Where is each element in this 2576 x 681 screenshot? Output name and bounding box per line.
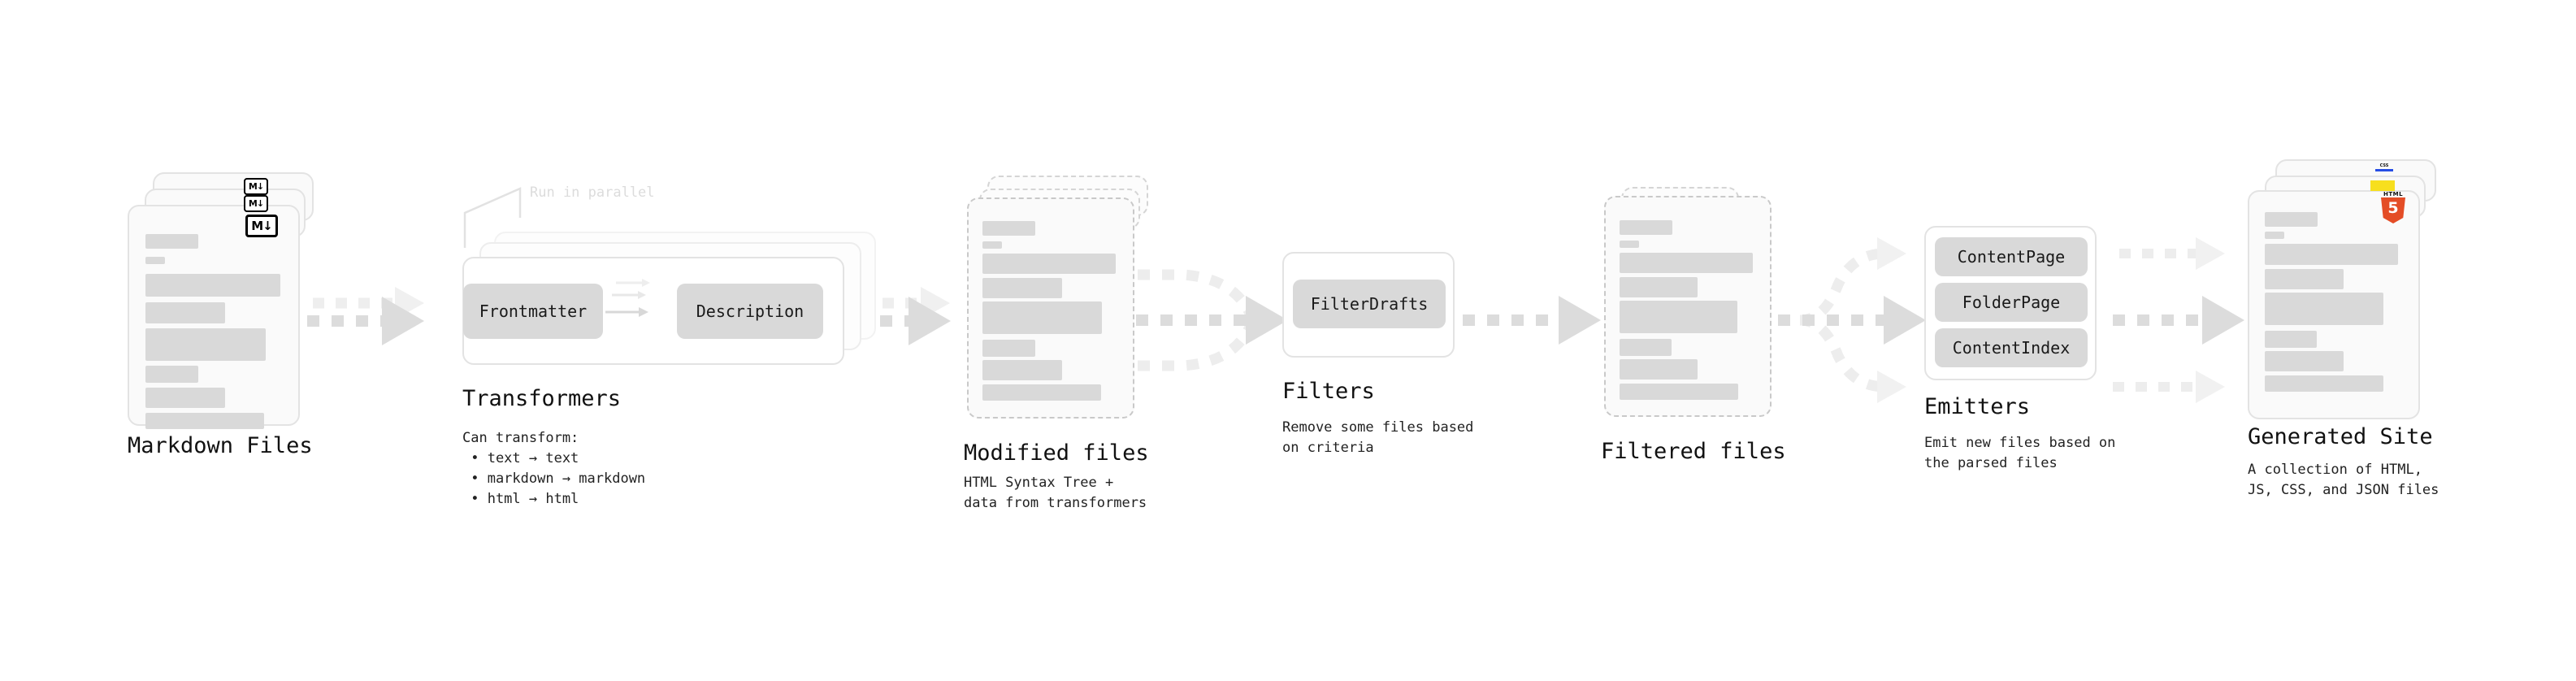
skeleton-line <box>982 278 1062 298</box>
stage-title-filtered-files: Filtered files <box>1601 439 1786 464</box>
stage-title-modified-files: Modified files <box>964 440 1149 466</box>
css3-icon: CSS <box>2374 164 2394 173</box>
skeleton-line <box>2265 269 2344 289</box>
skeleton-line <box>145 366 198 383</box>
skeleton-line <box>2265 232 2284 239</box>
emitter-pill-folderpage[interactable]: FolderPage <box>1935 283 2088 322</box>
skeleton-line <box>982 254 1116 274</box>
css3-icon-bar <box>2375 169 2393 171</box>
arrow-emitters-to-site <box>2113 237 2244 403</box>
arrow-modified-to-filters <box>1136 269 1288 371</box>
skeleton-line <box>145 234 198 249</box>
skeleton-line <box>145 388 225 408</box>
stage-subtitle-modified-files: HTML Syntax Tree + data from transformer… <box>964 475 1147 511</box>
javascript-icon <box>2370 180 2395 191</box>
skeleton-line <box>145 413 264 429</box>
arrow-filtered-to-emitters <box>1778 237 1926 403</box>
skeleton-line <box>1620 253 1753 273</box>
skeleton-line <box>145 257 165 264</box>
skeleton-line <box>1620 220 1672 235</box>
run-in-parallel-label: Run in parallel <box>530 184 655 201</box>
transformer-pill-frontmatter-label: Frontmatter <box>479 301 588 321</box>
skeleton-line <box>1620 339 1672 356</box>
markdown-icon: M↓ <box>245 215 278 237</box>
arrow-filters-to-filtered <box>1463 296 1601 345</box>
html5-icon-top-label: HTML <box>2383 191 2404 197</box>
css3-icon-label: CSS <box>2379 163 2389 168</box>
stage-subtitle-emitters: Emit new files based on the parsed files <box>1924 435 2116 471</box>
skeleton-line <box>145 328 266 361</box>
skeleton-line <box>1620 384 1738 400</box>
emitter-pill-contentindex-label: ContentIndex <box>1952 338 2071 358</box>
transformer-pill-description[interactable]: Description <box>677 284 823 339</box>
skeleton-line <box>982 221 1035 236</box>
skeleton-line <box>982 241 1002 249</box>
markdown-icon-back: M↓ <box>244 178 268 195</box>
filter-pill-filterdrafts-label: FilterDrafts <box>1310 294 1429 314</box>
stage-title-generated-site: Generated Site <box>2248 424 2433 449</box>
skeleton-line <box>982 301 1102 334</box>
stage-subtitle-transformers: Can transform: • text → text • markdown … <box>462 430 646 507</box>
skeleton-line <box>1620 359 1698 380</box>
stage-subtitle-generated-site: A collection of HTML, JS, CSS, and JSON … <box>2248 462 2439 498</box>
stage-title-transformers: Transformers <box>462 386 622 411</box>
emitter-pill-contentpage[interactable]: ContentPage <box>1935 237 2088 276</box>
skeleton-line <box>1620 241 1639 248</box>
transformer-pill-frontmatter[interactable]: Frontmatter <box>463 284 603 339</box>
skeleton-line <box>145 274 280 297</box>
arrow-markdown-to-transformers <box>307 287 424 345</box>
stage-title-emitters: Emitters <box>1924 394 2031 419</box>
skeleton-line <box>1620 301 1737 333</box>
stage-title-filters: Filters <box>1282 379 1375 404</box>
skeleton-line <box>145 302 225 323</box>
emitter-pill-contentpage-label: ContentPage <box>1957 247 2066 267</box>
filter-pill-filterdrafts[interactable]: FilterDrafts <box>1293 280 1446 328</box>
stage-title-markdown-files: Markdown Files <box>128 433 313 458</box>
skeleton-line <box>982 360 1062 380</box>
stage-subtitle-filters: Remove some files based on criteria <box>1282 419 1474 456</box>
skeleton-line <box>1620 277 1698 297</box>
html5-icon: HTML 5 <box>2379 192 2407 224</box>
skeleton-line <box>2265 375 2383 392</box>
skeleton-line <box>2265 212 2318 227</box>
skeleton-line <box>2265 293 2383 325</box>
emitter-pill-contentindex[interactable]: ContentIndex <box>1935 328 2088 367</box>
skeleton-line <box>2265 331 2317 348</box>
skeleton-line <box>982 384 1101 401</box>
html5-icon-shield: 5 <box>2381 197 2405 223</box>
emitter-pill-folderpage-label: FolderPage <box>1962 293 2061 312</box>
skeleton-line <box>2265 244 2398 265</box>
skeleton-line <box>982 340 1035 357</box>
skeleton-line <box>2265 351 2344 371</box>
transformer-pill-description-label: Description <box>696 301 804 321</box>
markdown-icon-mid: M↓ <box>244 195 268 212</box>
